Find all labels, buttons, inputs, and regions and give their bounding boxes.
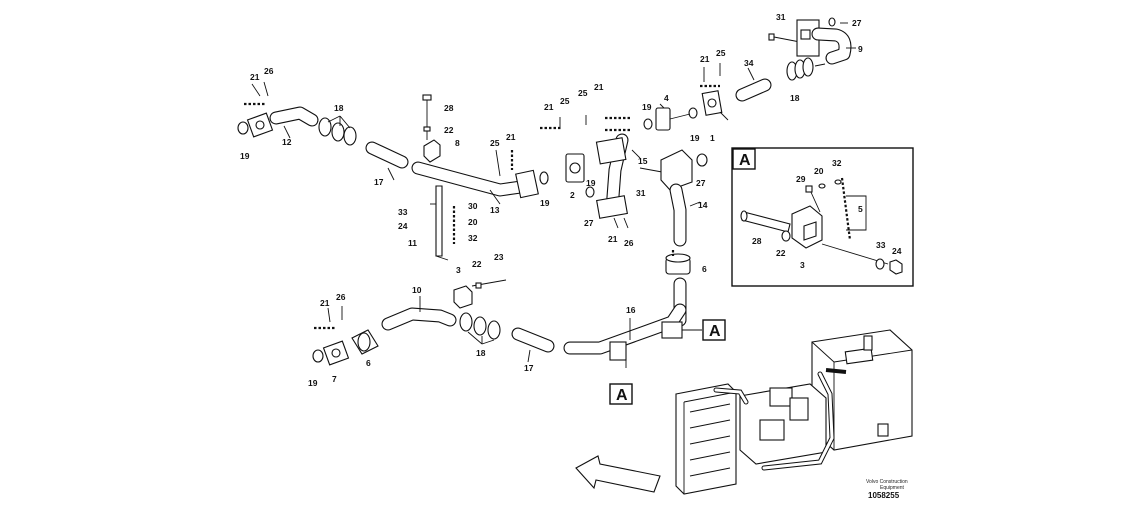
inset-title: A — [739, 152, 751, 169]
callout-21: 21 — [700, 54, 710, 64]
callout-21: 21 — [544, 102, 554, 112]
callout-21: 21 — [594, 82, 604, 92]
drawing-footer: Volvo Construction Equipment 1058255 — [866, 479, 908, 500]
callout-4: 4 — [664, 93, 669, 103]
callout-21: 21 — [320, 298, 330, 308]
callout-19: 19 — [540, 198, 550, 208]
inset-callout-5: 5 — [858, 204, 863, 214]
callout-32: 32 — [468, 233, 478, 243]
callout-23: 23 — [494, 252, 504, 262]
callout-19: 19 — [586, 178, 596, 188]
callout-14: 14 — [698, 200, 708, 210]
callout-27: 27 — [584, 218, 594, 228]
callout-26: 26 — [336, 292, 346, 302]
callout-27: 27 — [696, 178, 706, 188]
callout-25: 25 — [560, 96, 570, 106]
callout-34: 34 — [744, 58, 754, 68]
callout-19: 19 — [308, 378, 318, 388]
callout-19: 19 — [690, 133, 700, 143]
callout-25: 25 — [716, 48, 726, 58]
detail-ref-label: A — [709, 323, 721, 340]
brand-line-2: Equipment — [880, 485, 905, 491]
callout-22: 22 — [444, 125, 454, 135]
callout-13: 13 — [490, 205, 500, 215]
callout-31: 31 — [636, 188, 646, 198]
inset-callout-24: 24 — [892, 246, 902, 256]
inset-callout-3: 3 — [800, 260, 805, 270]
callout-17: 17 — [524, 363, 534, 373]
callout-22: 22 — [472, 259, 482, 269]
callout-8: 8 — [455, 138, 460, 148]
detail-reference-bottom: A — [609, 383, 633, 405]
callout-18: 18 — [476, 348, 486, 358]
middle-assembly — [539, 115, 708, 327]
callout-28: 28 — [444, 103, 454, 113]
callout-18: 18 — [790, 93, 800, 103]
callout-27: 27 — [852, 18, 862, 28]
callout-26: 26 — [264, 66, 274, 76]
detail-reference-right: A — [702, 319, 726, 341]
inset-callout-32: 32 — [832, 158, 842, 168]
top-left-assembly — [237, 81, 549, 261]
callout-21: 21 — [506, 132, 516, 142]
callout-21: 21 — [250, 72, 260, 82]
callout-3: 3 — [456, 265, 461, 275]
callout-10: 10 — [412, 285, 422, 295]
callout-24: 24 — [398, 221, 408, 231]
callout-16: 16 — [626, 305, 636, 315]
inset-callout-33: 33 — [876, 240, 886, 250]
leader-lines — [283, 22, 856, 363]
detail-inset-a: A 32 20 29 5 28 22 3 33 24 — [731, 147, 914, 287]
callout-20: 20 — [468, 217, 478, 227]
callout-15: 15 — [638, 156, 648, 166]
lower-assembly — [312, 279, 702, 368]
callout-19: 19 — [240, 151, 250, 161]
inset-callout-22: 22 — [776, 248, 786, 258]
brand-line-1: Volvo Construction — [866, 479, 908, 485]
callout-19: 19 — [642, 102, 652, 112]
detail-ref-label: A — [616, 387, 628, 404]
callout-18: 18 — [334, 103, 344, 113]
inset-callout-29: 29 — [796, 174, 806, 184]
callout-7: 7 — [332, 374, 337, 384]
drawing-number: 1058255 — [868, 491, 900, 500]
direction-arrow — [575, 455, 661, 493]
callout-1: 1 — [710, 133, 715, 143]
callout-25: 25 — [578, 88, 588, 98]
top-right-assembly — [643, 17, 852, 131]
inset-callout-28: 28 — [752, 236, 762, 246]
callout-33: 33 — [398, 207, 408, 217]
callout-9: 9 — [858, 44, 863, 54]
callout-11: 11 — [408, 238, 417, 248]
callout-6: 6 — [366, 358, 371, 368]
callout-26: 26 — [624, 238, 634, 248]
callout-6: 6 — [702, 264, 707, 274]
machine-locator-sketch — [575, 329, 913, 495]
inset-callout-20: 20 — [814, 166, 824, 176]
callout-12: 12 — [282, 137, 292, 147]
callout-17: 17 — [374, 177, 384, 187]
callout-31: 31 — [776, 12, 786, 22]
callout-30: 30 — [468, 201, 478, 211]
callout-25: 25 — [490, 138, 500, 148]
callout-labels: 31 27 9 21 25 34 18 4 19 19 1 21 25 21 2… — [240, 12, 863, 388]
callout-21: 21 — [608, 234, 618, 244]
callout-2: 2 — [570, 190, 575, 200]
